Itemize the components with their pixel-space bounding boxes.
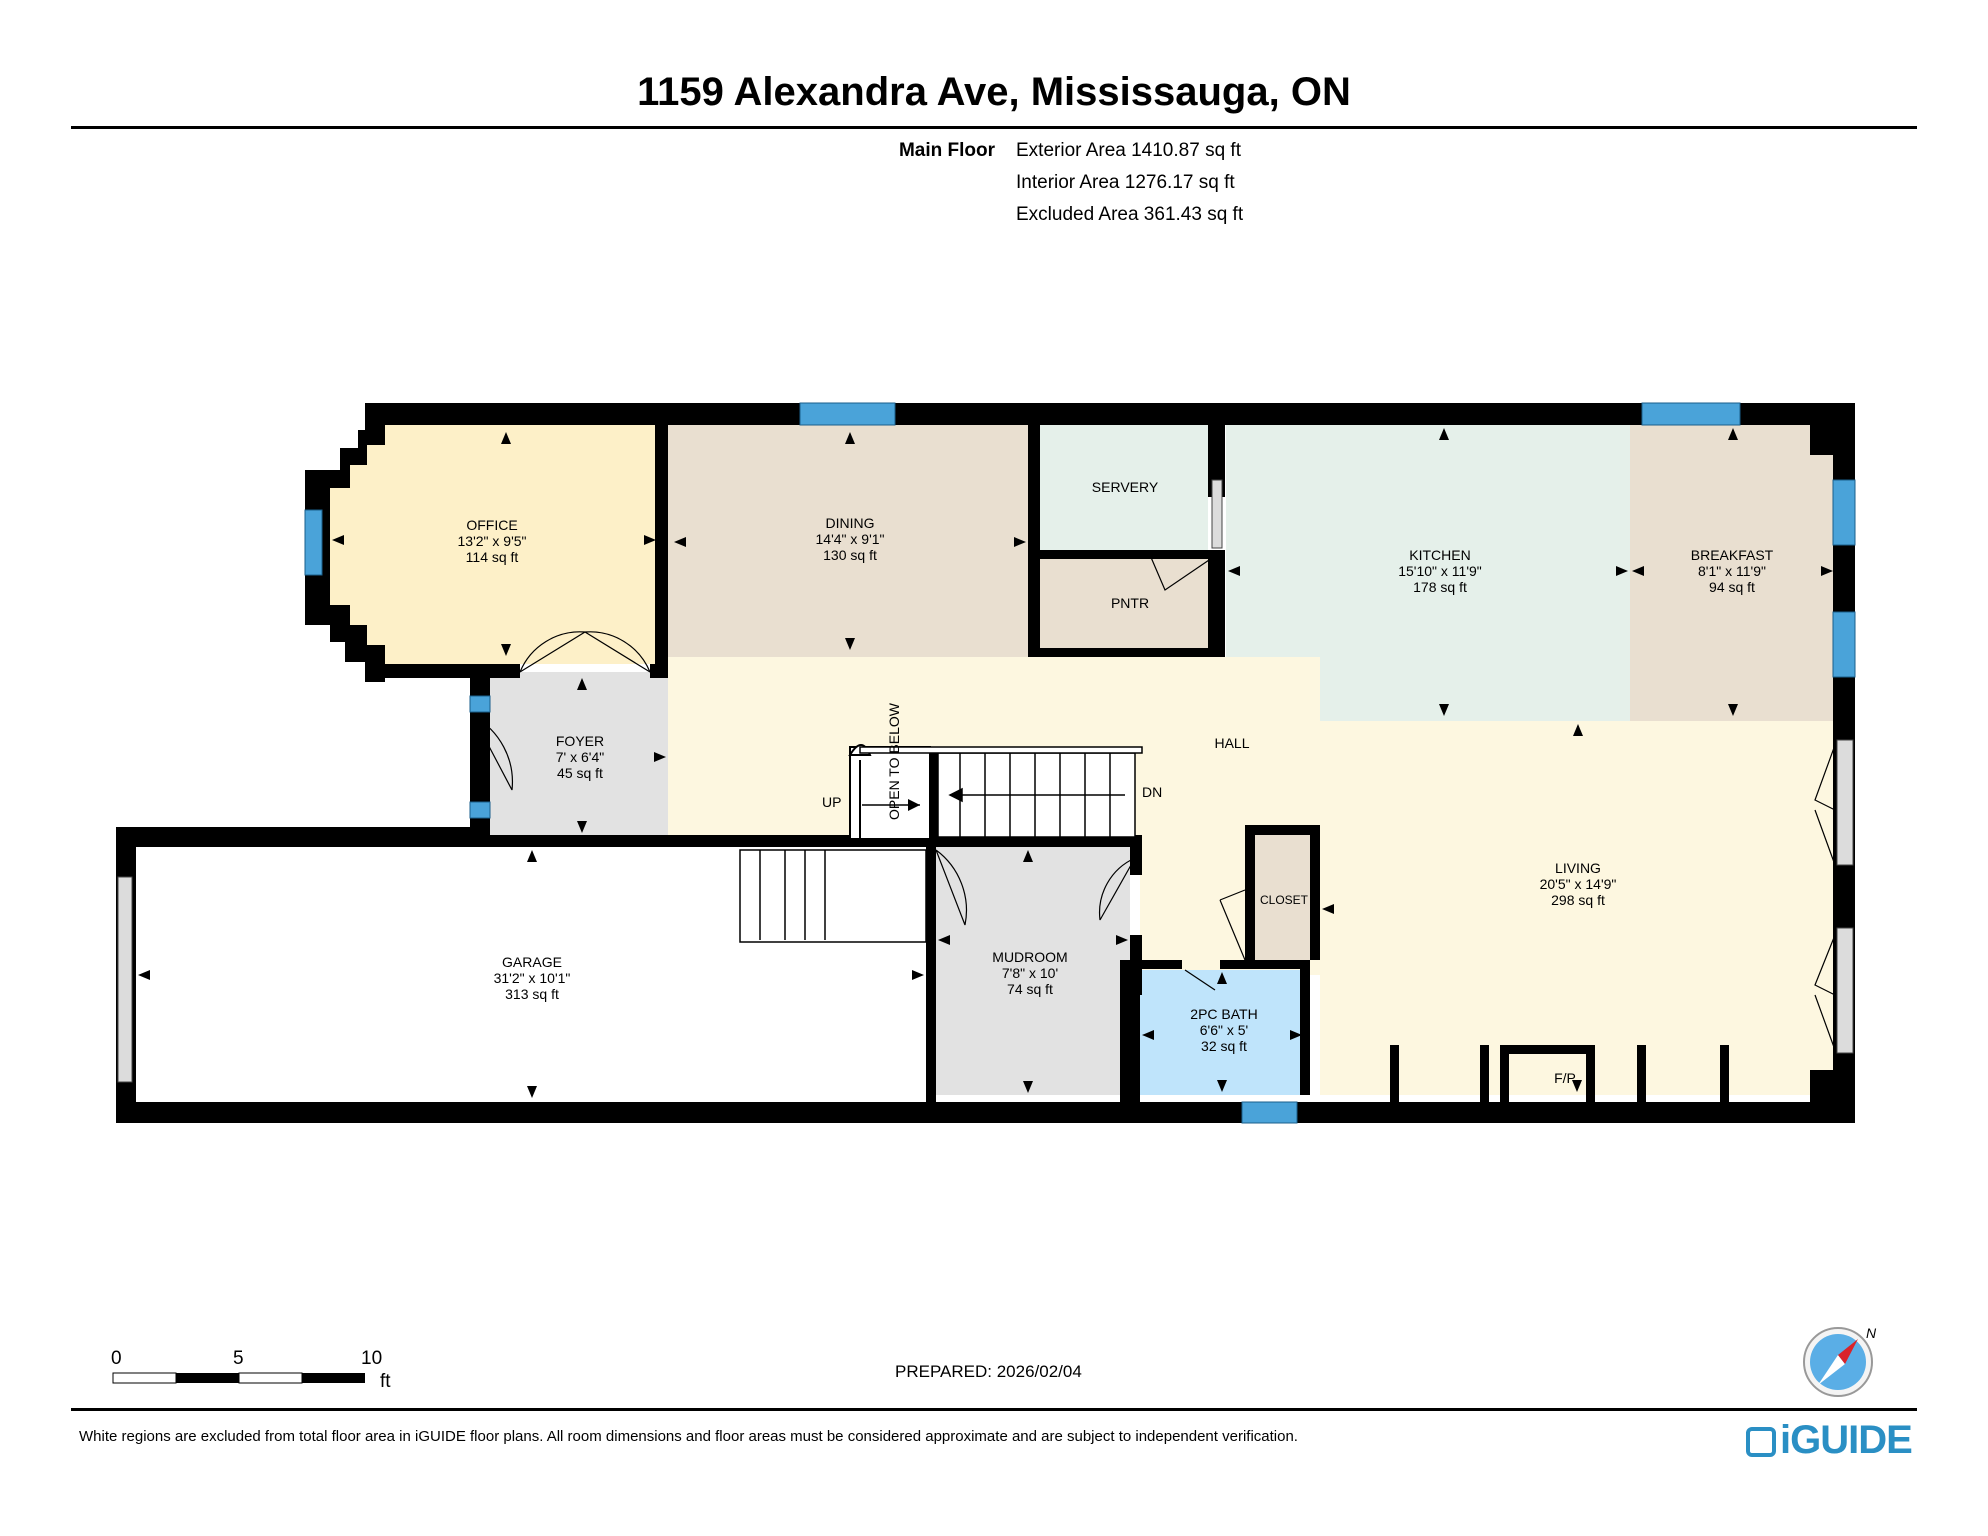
room-labels: OFFICE 13'2" x 9'5" 114 sq ft DINING 14'… [458,479,1774,1086]
fireplace-name: F/P [1554,1070,1576,1086]
mudroom-area: 74 sq ft [1007,981,1053,997]
foyer-area: 45 sq ft [557,765,603,781]
window-breakfast-top [1641,402,1741,426]
dining-room [668,425,1030,657]
stairs-down-label: DN [1142,784,1162,800]
railing [859,746,1143,837]
compass-north-label: N [1866,1325,1877,1341]
iguide-logo-icon [1746,1427,1776,1457]
scale-tick-5: 5 [233,1348,244,1369]
iguide-logo: iGUIDE [1746,1418,1913,1463]
bath-name: 2PC BATH [1190,1006,1257,1022]
window-breakfast-right-2 [1832,611,1856,678]
scale-unit: ft [380,1371,391,1392]
pantry-name: PNTR [1111,595,1149,611]
dining-dims: 14'4" x 9'1" [816,531,885,547]
garage-area: 313 sq ft [505,986,559,1002]
pantry-room [1040,557,1210,652]
kitchen-name: KITCHEN [1409,547,1470,563]
dining-name: DINING [826,515,875,531]
foyer-dims: 7' x 6'4" [556,749,604,765]
breakfast-area: 94 sq ft [1709,579,1755,595]
servery-name: SERVERY [1092,479,1159,495]
scale-tick-0: 0 [111,1348,122,1369]
office-room [330,425,658,664]
bath-room [1140,970,1305,1095]
bath-area: 32 sq ft [1201,1038,1247,1054]
window-foyer-1 [469,695,491,713]
stairs-up-label: UP [822,794,841,810]
iguide-logo-text: iGUIDE [1780,1418,1913,1462]
footer-rule [71,1408,1917,1411]
living-area: 298 sq ft [1551,892,1605,908]
garage-name: GARAGE [502,954,562,970]
breakfast-dims: 8'1" x 11'9" [1698,563,1766,579]
kitchen-dims: 15'10" x 11'9" [1398,563,1482,579]
header-rule [71,126,1917,129]
breakfast-room [1630,425,1835,721]
closet-name: CLOSET [1260,893,1309,907]
living-dims: 20'5" x 14'9" [1540,876,1617,892]
door-swings [472,554,1836,1051]
interior-area: Interior Area 1276.17 sq ft [1016,172,1235,193]
exterior-area: Exterior Area 1410.87 sq ft [1016,140,1241,161]
scale-tick-10: 10 [361,1348,382,1369]
prepared-date: PREPARED: 2026/02/04 [895,1362,1082,1381]
window-foyer-2 [469,801,491,819]
windows [304,402,1856,1124]
window-office [304,509,323,576]
servery-room [1040,425,1208,553]
dimension-arrows [138,428,1833,1098]
stairs-down [937,752,1136,838]
bath-dims: 6'6" x 5' [1200,1022,1248,1038]
excluded-area: Excluded Area 361.43 sq ft [1016,204,1244,225]
window-bath [1241,1101,1298,1124]
mudroom-dims: 7'8" x 10' [1002,965,1058,981]
scale-bar: 0 5 10 ft [111,1348,391,1392]
floor-name: Main Floor [898,140,995,161]
open-to-below-label: OPEN TO BELOW [886,702,902,820]
compass-icon: N [1803,1325,1877,1397]
doors [117,479,1854,1083]
office-name: OFFICE [466,517,517,533]
garage-dims: 31'2" x 10'1" [494,970,571,986]
hall-name: HALL [1214,735,1249,751]
window-dining [799,402,896,426]
foyer-name: FOYER [556,733,604,749]
window-breakfast-right-1 [1832,479,1856,546]
mudroom-name: MUDROOM [992,949,1067,965]
dining-area: 130 sq ft [823,547,877,563]
office-area: 114 sq ft [466,549,519,565]
garage-stairs [739,849,927,943]
breakfast-name: BREAKFAST [1691,547,1774,563]
foyer-room [490,672,668,835]
living-name: LIVING [1555,860,1601,876]
office-dims: 13'2" x 9'5" [458,533,527,549]
kitchen-area: 178 sq ft [1413,579,1467,595]
mudroom-room [935,845,1130,1095]
footer-note: White regions are excluded from total fl… [79,1428,1298,1445]
page-title: 1159 Alexandra Ave, Mississauga, ON [637,70,1351,114]
closet-room [1255,835,1310,960]
